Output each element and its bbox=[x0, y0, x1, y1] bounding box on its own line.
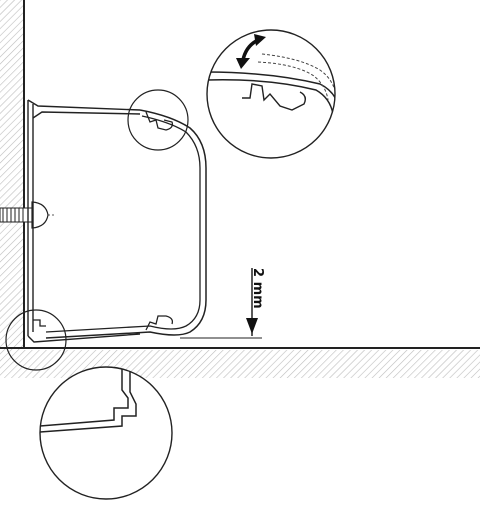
detail-circle-corner bbox=[5, 309, 67, 371]
rotate-arrow-icon bbox=[236, 34, 266, 69]
detail-magnified-corner bbox=[39, 366, 173, 500]
wall bbox=[0, 0, 25, 350]
cable-duct-profile bbox=[27, 99, 207, 343]
dimension-label: 2 mm bbox=[250, 268, 265, 309]
detail-circle-top-clip bbox=[127, 89, 189, 151]
dimension-arrow-icon bbox=[246, 318, 258, 334]
detail-magnified-clip bbox=[206, 29, 336, 159]
screw-icon bbox=[0, 201, 56, 229]
floor bbox=[0, 347, 480, 378]
dimension-2mm: 2 mm bbox=[180, 268, 265, 339]
